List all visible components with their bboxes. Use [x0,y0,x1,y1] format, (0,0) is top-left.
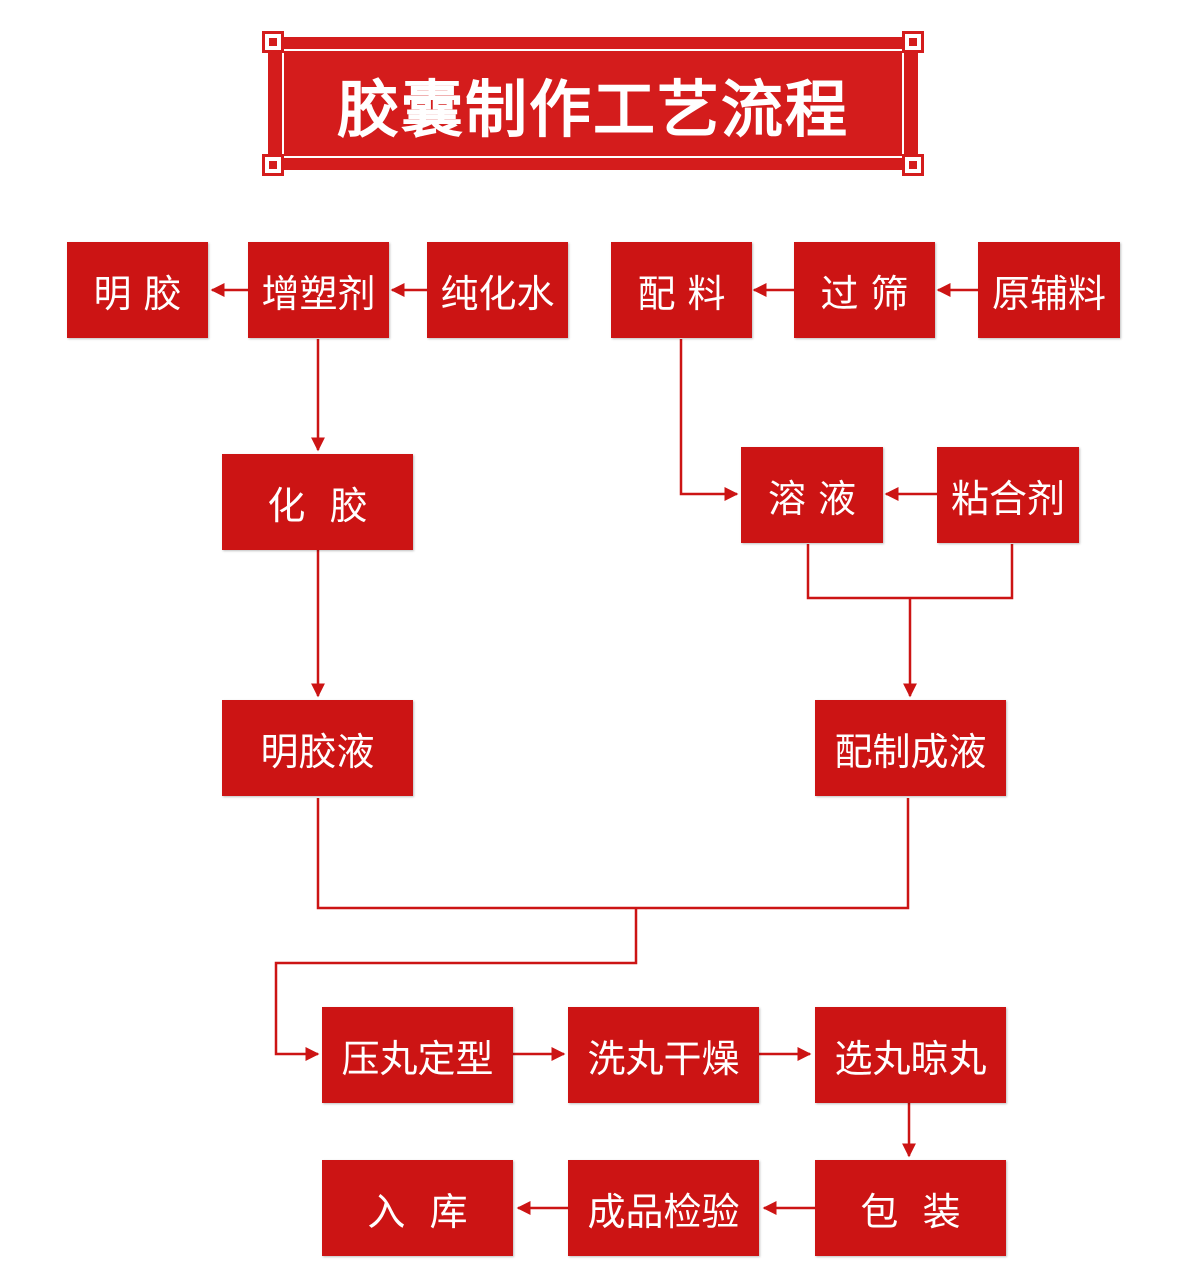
node-xuanwanliangwan: 选丸晾丸 [815,1007,1006,1103]
corner-ornament [902,31,924,53]
node-nianheji: 粘合剂 [937,447,1079,543]
node-ruku: 入 库 [322,1160,513,1256]
title-frame [282,49,904,158]
node-baozhuang: 包 装 [815,1160,1006,1256]
node-zengsuji: 增塑剂 [248,242,389,338]
merge-rongye-nianheji [806,544,1014,600]
node-huajiao: 化 胶 [222,454,413,550]
node-guoshai: 过 筛 [794,242,935,338]
arrow-merge-to-yawandingxing [274,908,638,1061]
corner-ornament [902,154,924,176]
title-banner: 胶囊制作工艺流程 [262,31,924,176]
node-mingjiao: 明 胶 [67,242,208,338]
corner-ornament [262,154,284,176]
page-title: 胶囊制作工艺流程 [336,72,849,146]
node-peizhichengye: 配制成液 [815,700,1006,796]
arrow-peiliao-to-rongye [679,339,739,501]
node-xiwanganzao: 洗丸干燥 [568,1007,759,1103]
node-chengpinjianyan: 成品检验 [568,1160,759,1256]
corner-ornament [262,31,284,53]
node-mingjiaoye: 明胶液 [222,700,413,796]
node-peiliao: 配 料 [611,242,752,338]
node-rongye: 溶 液 [741,447,883,543]
node-chunhuashui: 纯化水 [427,242,568,338]
node-yuanfuliao: 原辅料 [978,242,1120,338]
node-yawandingxing: 压丸定型 [322,1007,513,1103]
merge-liquids [316,798,910,910]
